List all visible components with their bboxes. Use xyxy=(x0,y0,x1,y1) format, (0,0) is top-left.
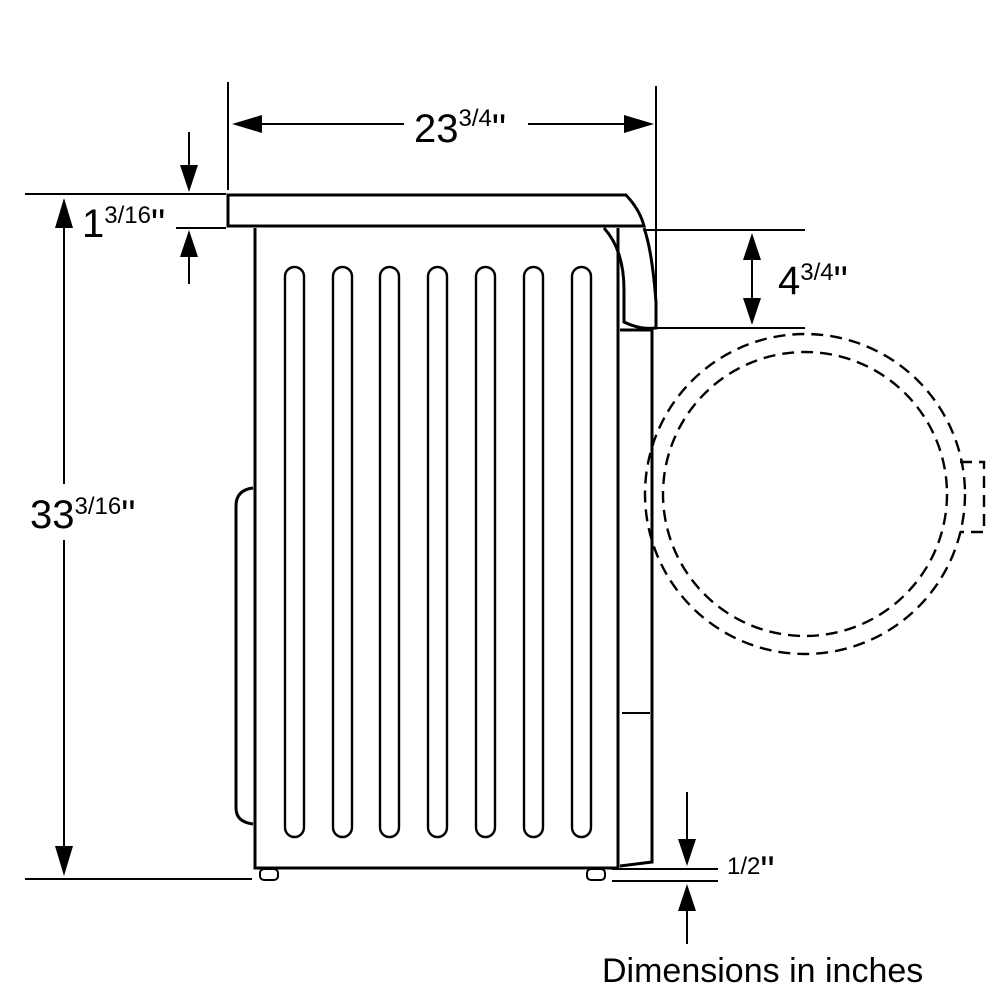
top-thickness-arrow-down xyxy=(180,165,198,192)
top-thickness-label: 13/16" xyxy=(82,202,165,246)
width-arrow-right xyxy=(624,115,654,133)
width-dimension: 233/4" xyxy=(227,82,657,325)
door-swing-outer-circle xyxy=(643,332,967,656)
door-swing-inner-circle xyxy=(661,350,949,638)
vent-slot xyxy=(378,265,401,839)
top-thickness-arrow-up xyxy=(180,230,198,257)
cabinet-side-panel xyxy=(253,228,620,870)
width-label: 233/4" xyxy=(414,105,506,151)
height-arrow-down xyxy=(55,846,73,876)
door-swing-outline xyxy=(643,332,986,656)
front-control-panel xyxy=(602,226,658,330)
vent-slot xyxy=(522,265,545,839)
top-cover xyxy=(226,193,646,228)
vent-slot xyxy=(474,265,497,839)
dimensions-caption: Dimensions in inches xyxy=(602,952,923,990)
front-door-frame xyxy=(619,328,654,868)
height-dimension: 333/16" xyxy=(25,198,252,880)
vent-slot xyxy=(331,265,354,839)
door-offset-arrow-down xyxy=(743,298,761,325)
height-arrow-up xyxy=(55,198,73,228)
width-arrow-left xyxy=(232,115,262,133)
foot-height-label: 1/2" xyxy=(727,849,775,893)
foot-arrow-down xyxy=(678,839,696,866)
foot-front xyxy=(586,868,606,881)
foot-height-dimension: 1/2" xyxy=(612,792,775,944)
vent-slot xyxy=(283,265,306,839)
door-offset-arrow-up xyxy=(743,233,761,260)
foot-arrow-up xyxy=(678,884,696,911)
door-offset-dimension: 43/4" xyxy=(646,229,848,329)
door-handle-outline xyxy=(960,460,986,534)
foot-rear xyxy=(259,868,279,881)
vent-slot xyxy=(570,265,593,839)
appliance-side-view xyxy=(226,193,658,881)
vent-slot xyxy=(426,265,449,839)
height-label: 333/16" xyxy=(30,493,135,537)
top-thickness-dimension: 13/16" xyxy=(25,132,226,284)
rear-bump xyxy=(234,486,254,826)
door-offset-label: 43/4" xyxy=(778,259,848,303)
